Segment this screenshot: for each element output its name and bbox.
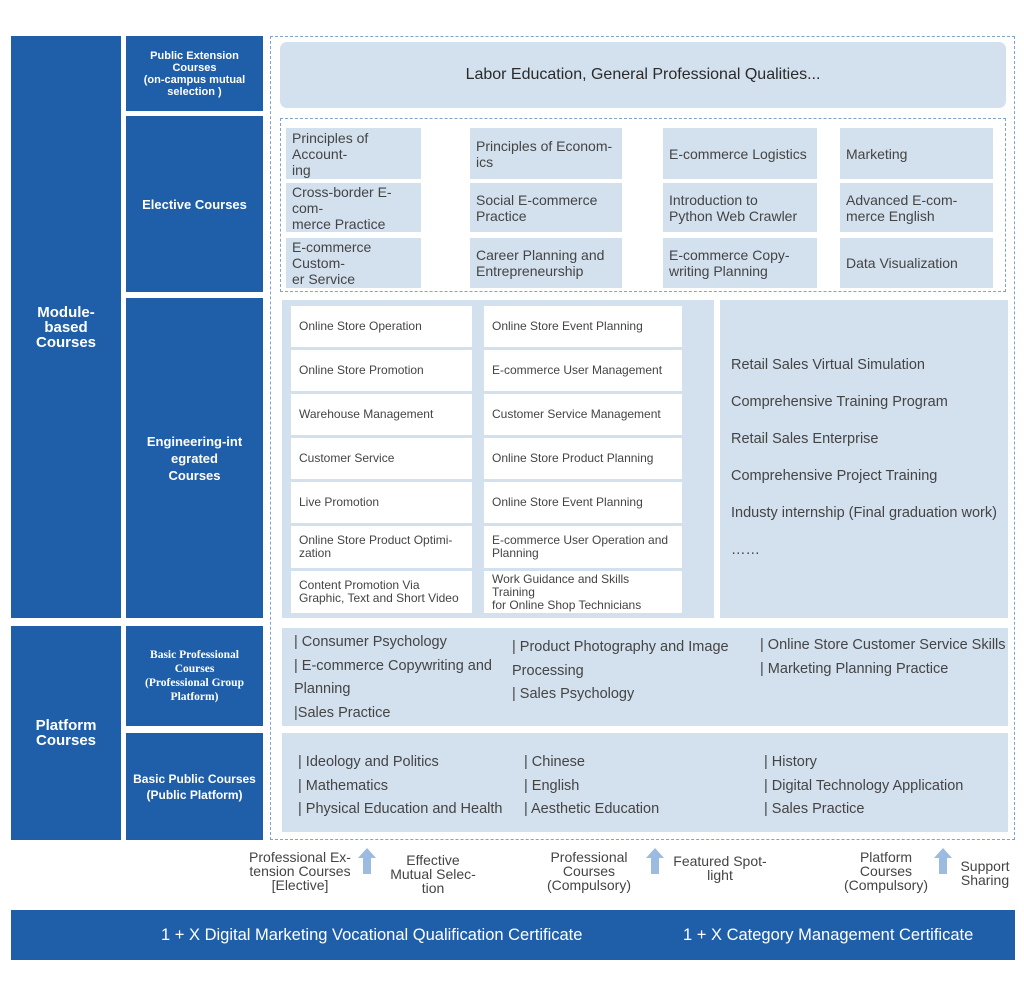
module-based-courses-label: Module- based Courses	[11, 36, 121, 618]
engineering-course: Warehouse Management	[291, 394, 472, 435]
elective-course: Data Visualization	[840, 238, 993, 288]
engineering-course: Customer Service Management	[484, 394, 682, 435]
elective-course: E-commerce Logistics	[663, 128, 817, 179]
basic-professional-panel: | Consumer Psychology | E-commerce Copywr…	[282, 628, 1008, 726]
elective-courses-label: Elective Courses	[126, 116, 263, 292]
elective-course: E-commerce Custom- er Service	[286, 238, 421, 288]
practice-item: Retail Sales Enterprise	[731, 431, 879, 447]
support-left-label: Professional Ex- tension Courses [Electi…	[249, 849, 351, 893]
support-right-label: Platform Courses (Compulsory)	[843, 849, 928, 893]
elective-area	[280, 118, 1006, 292]
elective-course: Cross-border E-com- merce Practice	[286, 183, 421, 232]
basic-professional-col-1: | Consumer Psychology | E-commerce Copywr…	[294, 631, 492, 725]
basic-public-item: | Sales Practice	[764, 801, 865, 817]
basic-public-col-1: | Ideology and Politics | Mathematics | Ph…	[298, 751, 502, 822]
basic-professional-item: Processing	[512, 662, 584, 679]
practice-item: ……	[731, 542, 760, 558]
basic-professional-item: | Marketing Planning Practice	[760, 660, 949, 677]
basic-public-col-3: | History | Digital Technology Applicatio…	[764, 751, 963, 822]
engineering-course: Customer Service	[291, 438, 472, 479]
content-frame	[270, 36, 1015, 840]
elective-course: Social E-commerce Practice	[470, 183, 622, 232]
basic-public-item: | Mathematics	[298, 777, 388, 794]
basic-professional-item: | Product Photography and Image	[512, 639, 729, 655]
certificate-right: 1 + X Category Management Certificate	[683, 925, 974, 944]
engineering-course: Online Store Event Planning	[484, 482, 682, 523]
engineering-course: Online Store Operation	[291, 306, 472, 347]
basic-professional-item: Planning	[294, 681, 351, 697]
basic-professional-col-3: | Online Store Customer Service Skills | …	[760, 634, 1006, 681]
elective-course: E-commerce Copy- writing Planning	[663, 238, 817, 288]
up-arrow-icon	[358, 848, 376, 874]
platform-courses-label: Platform Courses	[11, 626, 121, 840]
elective-course: Marketing	[840, 128, 993, 179]
elective-course: Principles of Econom- ics	[470, 128, 622, 179]
public-extension-label: Public Extension Courses (on-campus mutu…	[126, 36, 263, 111]
elective-course: Introduction to Python Web Crawler	[663, 183, 817, 232]
basic-public-item: | English	[524, 777, 580, 794]
up-arrow-icon	[646, 848, 664, 874]
elective-course: Advanced E-com- merce English	[840, 183, 993, 232]
certificate-banner: 1 + X Digital Marketing Vocational Quali…	[11, 910, 1015, 960]
elective-course: Principles of Account- ing	[286, 128, 421, 179]
basic-professional-item: | E-commerce Copywriting and	[294, 657, 492, 674]
support-mid-label: Professional Courses (Compulsory)	[546, 849, 631, 893]
engineering-course: Live Promotion	[291, 482, 472, 523]
practice-item: Industy internship (Final graduation wor…	[731, 505, 997, 521]
support-right-effect: Support Sharing	[960, 858, 1010, 888]
basic-professional-label: Basic Professional Courses (Professional…	[126, 626, 263, 726]
basic-professional-item: |Sales Practice	[294, 704, 391, 721]
engineering-integrated-label: Engineering-int egrated Courses	[126, 298, 263, 618]
up-arrow-icon	[934, 848, 952, 874]
basic-public-col-2: | Chinese | English | Aesthetic Education	[524, 751, 659, 822]
basic-professional-item: | Consumer Psychology	[294, 634, 447, 650]
certificate-left: 1 + X Digital Marketing Vocational Quali…	[161, 925, 583, 944]
engineering-course: E-commerce User Operation and Planning	[484, 526, 682, 568]
practice-item: Comprehensive Training Program	[731, 394, 948, 410]
basic-public-item: | Chinese	[524, 754, 585, 770]
basic-public-item: | Aesthetic Education	[524, 801, 660, 817]
basic-public-item: | History	[764, 754, 817, 770]
practice-item: Comprehensive Project Training	[731, 468, 938, 484]
engineering-course: Work Guidance and Skills Training for On…	[484, 571, 682, 613]
engineering-course: Online Store Product Planning	[484, 438, 682, 479]
support-left-effect: Effective Mutual Selec- tion	[390, 852, 476, 896]
elective-course: Career Planning and Entrepreneurship	[470, 238, 622, 288]
basic-professional-item: | Online Store Customer Service Skills	[760, 637, 1006, 653]
practice-item: Retail Sales Virtual Simulation	[731, 357, 925, 373]
basic-public-label: Basic Public Courses (Public Platform)	[126, 733, 263, 840]
basic-public-item: | Ideology and Politics	[298, 754, 439, 770]
basic-professional-item: | Sales Psychology	[512, 686, 635, 702]
engineering-course: Content Promotion Via Graphic, Text and …	[291, 571, 472, 613]
engineering-course: Online Store Promotion	[291, 350, 472, 391]
public-extension-content: Labor Education, General Professional Qu…	[280, 42, 1006, 108]
engineering-course: Online Store Event Planning	[484, 306, 682, 347]
engineering-course: E-commerce User Management	[484, 350, 682, 391]
basic-public-panel: | Ideology and Politics | Mathematics | Ph…	[282, 733, 1008, 832]
basic-public-item: | Physical Education and Health	[298, 801, 503, 817]
engineering-course: Online Store Product Optimi- zation	[291, 526, 472, 568]
basic-public-item: | Digital Technology Application	[764, 777, 964, 794]
support-mid-effect: Featured Spot- light	[673, 853, 767, 883]
